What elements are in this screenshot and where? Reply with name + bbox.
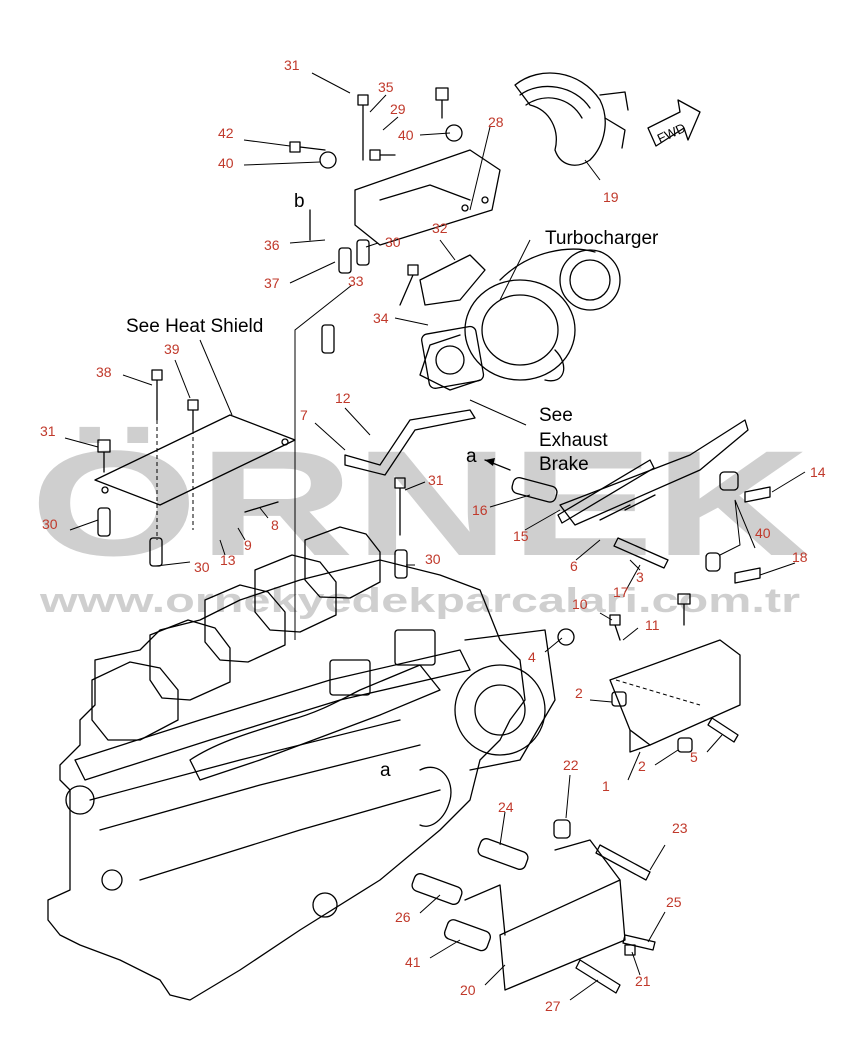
reference-a-upper: a: [466, 446, 477, 467]
callout-40-left: 40: [218, 155, 234, 171]
callout-20: 20: [460, 982, 476, 998]
callout-26: 26: [395, 909, 411, 925]
callout-19: 19: [603, 189, 619, 205]
callout-14: 14: [810, 464, 826, 480]
callout-36: 36: [264, 237, 280, 253]
callout-30-left: 30: [42, 516, 58, 532]
linkage-rods: [344, 409, 655, 524]
callout-40-top: 40: [398, 127, 414, 143]
callout-37: 37: [264, 275, 280, 291]
callout-38: 38: [96, 364, 112, 380]
turbocharger-label: Turbocharger: [545, 228, 659, 249]
callout-1: 1: [602, 778, 610, 794]
callout-12: 12: [335, 390, 351, 406]
callout-31-mid: 31: [428, 472, 444, 488]
spacers-and-tubes: [97, 124, 739, 952]
callout-4: 4: [528, 649, 536, 665]
callout-6: 6: [570, 558, 578, 574]
callout-42: 42: [218, 125, 234, 141]
reference-a-lower: a: [380, 760, 391, 781]
watermark: ÖRNEK www.ornekyedekparcalari.com.tr: [30, 419, 810, 620]
callouts: 31 35 29 40 28 42 40 19 36 30 32 37 33 3…: [40, 57, 826, 1014]
callout-17: 17: [613, 584, 629, 600]
callout-34: 34: [373, 310, 389, 326]
heat-shield-note: See Heat Shield: [126, 316, 263, 337]
callout-30-c: 30: [425, 551, 441, 567]
callout-33: 33: [348, 273, 364, 289]
callout-2-lower: 2: [638, 758, 646, 774]
callout-40-right: 40: [755, 525, 771, 541]
callout-22: 22: [563, 757, 579, 773]
callout-29: 29: [390, 101, 406, 117]
callout-21: 21: [635, 973, 651, 989]
bolts: [97, 87, 771, 994]
callout-35: 35: [378, 79, 394, 95]
callout-41: 41: [405, 954, 421, 970]
exhaust-brake-note-line2: Exhaust: [539, 430, 608, 451]
turbo-bracket: [354, 149, 501, 246]
fwd-arrow: FWD: [647, 99, 701, 147]
callout-39: 39: [164, 341, 180, 357]
callout-10: 10: [572, 596, 588, 612]
callout-2-upper: 2: [575, 685, 583, 701]
callout-16: 16: [472, 502, 488, 518]
lower-support-plate: [464, 839, 626, 991]
exhaust-brake-note-line3: Brake: [539, 454, 589, 475]
callout-32: 32: [432, 220, 448, 236]
callout-25: 25: [666, 894, 682, 910]
callout-31-top: 31: [284, 57, 300, 73]
turbo-heat-shield: [514, 72, 629, 166]
reference-b: b: [294, 191, 305, 212]
turbocharger: [419, 248, 621, 391]
callout-15: 15: [513, 528, 529, 544]
callout-5: 5: [690, 749, 698, 765]
callout-30-b: 30: [194, 559, 210, 575]
callout-30-a: 30: [385, 234, 401, 250]
mounting-bracket-box: [609, 639, 741, 753]
callout-7: 7: [300, 407, 308, 423]
callout-27: 27: [545, 998, 561, 1014]
callout-9: 9: [244, 537, 252, 553]
leader-lines: [64, 72, 806, 1001]
callout-11: 11: [645, 617, 660, 633]
exhaust-brake-note-line1: See: [539, 405, 573, 426]
exhaust-brake-bracket: [559, 419, 749, 526]
notes: Turbocharger See Heat Shield See Exhaust…: [126, 191, 659, 781]
callout-31-left: 31: [40, 423, 56, 439]
watermark-brand: ÖRNEK: [30, 419, 810, 587]
callout-3: 3: [636, 569, 644, 585]
watermark-url: www.ornekyedekparcalari.com.tr: [39, 582, 800, 620]
callout-18: 18: [792, 549, 808, 565]
callout-8: 8: [271, 517, 279, 533]
engine-block: [47, 526, 556, 1001]
callout-28: 28: [488, 114, 504, 130]
reference-arrows: [309, 209, 511, 471]
callout-24: 24: [498, 799, 514, 815]
fwd-label: FWD: [655, 120, 688, 146]
callout-13: 13: [220, 552, 236, 568]
support-bracket: [419, 254, 486, 306]
assembly-dash-lines: [156, 420, 701, 706]
callout-23: 23: [672, 820, 688, 836]
